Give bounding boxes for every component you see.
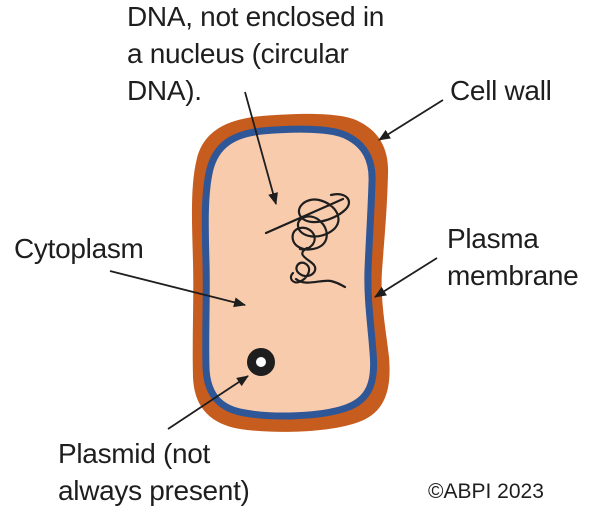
plasmid-ring-icon <box>247 348 275 376</box>
plasma-membrane-label-line-1: Plasma <box>447 223 539 254</box>
plasmid-label-line-2: always present) <box>58 475 250 506</box>
dna-label-line-2: a nucleus (circular <box>127 38 349 69</box>
cell-wall-arrow <box>378 99 444 141</box>
plasmid-label: Plasmid (not always present) <box>58 435 250 509</box>
cytoplasm-label: Cytoplasm <box>14 233 144 264</box>
plasma-membrane-label: Plasma membrane <box>447 220 579 294</box>
dna-label-line-1: DNA, not enclosed in <box>127 1 385 32</box>
plasma-membrane-arrow <box>374 257 438 298</box>
plasmid-label-line-1: Plasmid (not <box>58 438 211 469</box>
cell-wall-label: Cell wall <box>450 75 552 106</box>
dna-scribble-icon <box>264 193 350 289</box>
dna-arrow <box>244 91 278 205</box>
plasma-membrane-shape <box>201 125 378 420</box>
plasmid-arrow <box>167 375 249 430</box>
cytoplasm-arrow <box>109 270 246 308</box>
plasma-membrane-label-line-2: membrane <box>447 260 579 291</box>
copyright-label: ©ABPI 2023 <box>428 480 544 503</box>
dna-label-line-3: DNA). <box>127 75 202 106</box>
dna-label: DNA, not enclosed in a nucleus (circular… <box>127 0 384 109</box>
